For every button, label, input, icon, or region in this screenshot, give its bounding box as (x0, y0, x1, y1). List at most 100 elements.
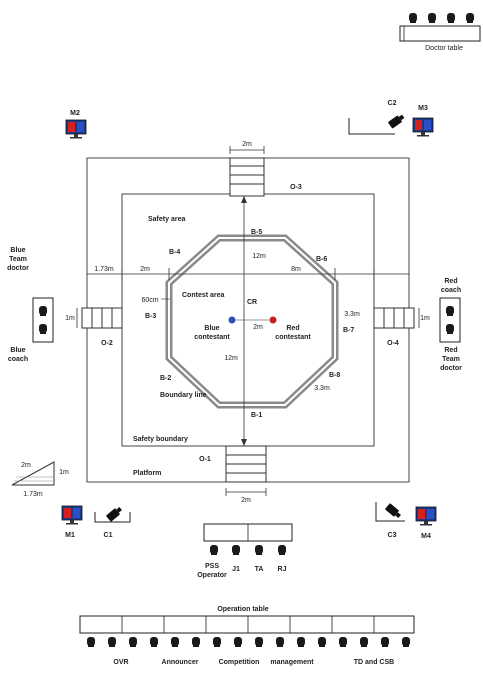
dim-contestant-gap: 2m (253, 324, 263, 331)
stairs-o1-label: O-1 (199, 456, 211, 463)
chair-icon (192, 637, 200, 647)
camera-icon (105, 505, 124, 522)
chair-icon (360, 637, 368, 647)
judge-label-rj: RJ (278, 566, 287, 573)
blue-doctor-line1: Blue (10, 247, 25, 254)
monitor-m2-label: M2 (70, 110, 80, 117)
blue-contestant-marker (228, 316, 236, 324)
operation-section-announcer: Announcer (162, 659, 199, 666)
monitor-m3-label: M3 (418, 105, 428, 112)
chair-icon (255, 637, 263, 647)
monitor-icon (412, 117, 434, 137)
monitor-icon (415, 506, 437, 526)
chair-icon (339, 637, 347, 647)
ramp-hyp-label: 2m (21, 462, 31, 469)
operation-section-management: management (270, 659, 314, 666)
stairs-o3-label: O-3 (290, 184, 302, 191)
blue-contestant-line1: Blue (204, 325, 219, 332)
boundary-b8: B-8 (329, 372, 340, 379)
safety-boundary-label: Safety boundary (133, 436, 188, 443)
dim-stair-bottom: 2m (241, 497, 251, 504)
dim-vertical-bottom: 12m (224, 355, 238, 362)
boundary-b1: B-1 (251, 412, 262, 419)
chair-icon (447, 13, 455, 23)
boundary-line (165, 234, 339, 409)
contest-area-label: Contest area (182, 292, 225, 299)
red-contestant-line2: contestant (275, 334, 311, 341)
boundary-b5: B-5 (251, 229, 262, 236)
chair-icon (446, 306, 454, 316)
ramp-base-label: 1.73m (23, 491, 43, 498)
chair-icon (381, 637, 389, 647)
stairs-o4: 1m O-4 (373, 307, 430, 347)
operation-section-td-csb: TD and CSB (354, 659, 394, 666)
red-coach-line2: coach (441, 287, 461, 294)
blue-coach-line2: coach (8, 356, 28, 363)
camera-c1-label: C1 (104, 532, 113, 539)
chair-icon (318, 637, 326, 647)
operation-table: Operation table OVR Announcer Competitio… (79, 606, 415, 666)
chair-icon (297, 637, 305, 647)
dim-left-safety: 2m (140, 266, 150, 273)
blue-contestant-line2: contestant (194, 334, 230, 341)
monitor-m4-label: M4 (421, 533, 431, 540)
boundary-line-label: Boundary line (160, 392, 207, 399)
boundary-b2: B-2 (160, 375, 171, 382)
judge-label-ta: TA (255, 566, 264, 573)
stairs-o2-label: O-2 (101, 340, 113, 347)
red-contestant-marker (269, 316, 277, 324)
monitor-icon (61, 505, 83, 525)
monitor-m1-label: M1 (65, 532, 75, 539)
stairs-o2: 1m O-2 (65, 307, 123, 347)
doctor-table-label: Doctor table (425, 45, 463, 52)
red-coach-line1: Red (444, 278, 457, 285)
chair-icon (446, 324, 454, 334)
ramp-sketch: 2m 1m 1.73m (11, 461, 69, 498)
boundary-b3: B-3 (145, 313, 156, 320)
chair-icon (276, 637, 284, 647)
dim-left-platform: 1.73m (94, 266, 114, 273)
stairs-o3: 2m O-3 (229, 141, 302, 197)
blue-doctor-line2: Team (9, 256, 27, 263)
judge-label-pss: PSS (205, 563, 219, 570)
chair-icon (39, 324, 47, 334)
dim-60cm: 60cm (141, 297, 158, 304)
chair-icon (428, 13, 436, 23)
camera-c1: C1 (94, 505, 131, 539)
camera-c2: C2 (348, 100, 406, 135)
camera-c2-label: C2 (388, 100, 397, 107)
judge-label-j1: J1 (232, 566, 240, 573)
center-label: CR (247, 299, 257, 306)
doctor-table: Doctor table (399, 13, 481, 52)
operation-table-title: Operation table (217, 606, 268, 613)
stairs-o1: 2m O-1 (199, 445, 267, 504)
ramp-height-label: 1m (59, 469, 69, 476)
dim-diag-3-3m: 3.3m (314, 385, 330, 392)
chair-icon (39, 306, 47, 316)
blue-team-area: Blue Team doctor Blue coach (7, 247, 54, 363)
camera-c3: C3 (375, 502, 405, 539)
chair-icon (210, 545, 218, 555)
chair-icon (234, 637, 242, 647)
red-contestant-line1: Red (286, 325, 299, 332)
dim-stair-left: 1m (65, 315, 75, 322)
safety-area-label: Safety area (148, 216, 185, 223)
dim-stair-right: 1m (420, 315, 430, 322)
chair-icon (108, 637, 116, 647)
dim-side-3-3m: 3.3m (344, 311, 360, 318)
chair-icon (466, 13, 474, 23)
chair-icon (87, 637, 95, 647)
chair-icon (171, 637, 179, 647)
red-doctor-line1: Red (444, 347, 457, 354)
chair-icon (278, 545, 286, 555)
dim-right-8m: 8m (291, 266, 301, 273)
camera-icon (387, 112, 406, 129)
camera-c3-label: C3 (388, 532, 397, 539)
operation-section-competition: Competition (219, 659, 260, 666)
chair-icon (129, 637, 137, 647)
operation-section-ovr: OVR (113, 659, 128, 666)
chair-icon (409, 13, 417, 23)
boundary-b7: B-7 (343, 327, 354, 334)
chair-icon (150, 637, 158, 647)
